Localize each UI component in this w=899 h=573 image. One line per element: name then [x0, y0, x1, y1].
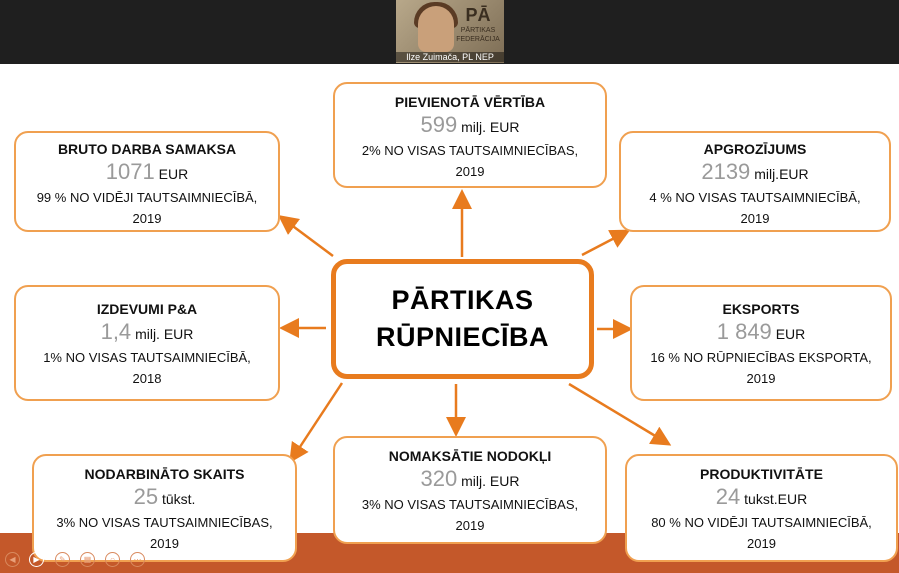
- central-topic: PĀRTIKAS RŪPNIECĪBA: [331, 259, 594, 379]
- box-year: 2019: [132, 211, 162, 226]
- box-year: 2019: [747, 536, 776, 551]
- participant-face: [418, 6, 454, 52]
- box-exports: EKSPORTS 1 849 EUR 16 % NO RŪPNIECĪBAS E…: [630, 285, 892, 401]
- box-value: 1071 EUR: [105, 159, 189, 184]
- next-slide-icon[interactable]: ▶: [29, 552, 44, 567]
- box-desc: 16 % NO RŪPNIECĪBAS EKSPORTA,: [650, 350, 872, 365]
- arrow-to-productivity: [568, 382, 672, 446]
- box-desc: 3% NO VISAS TAUTSAIMNIECĪBAS,: [56, 515, 273, 530]
- box-title: EKSPORTS: [722, 301, 800, 317]
- arrow-to-employed: [289, 382, 344, 464]
- box-title: PIEVIENOTĀ VĒRTĪBA: [394, 94, 546, 110]
- arrow-to-turnover: [581, 229, 631, 257]
- box-employed: NODARBINĀTO SKAITS 25 tūkst. 3% NO VISAS…: [32, 454, 297, 562]
- box-year: 2019: [746, 371, 776, 386]
- grid-view-icon[interactable]: ▦: [80, 552, 95, 567]
- box-gross-wage: BRUTO DARBA SAMAKSA 1071 EUR 99 % NO VID…: [14, 131, 280, 232]
- box-title: APGROZĪJUMS: [703, 141, 807, 157]
- box-desc: 80 % NO VIDĒJI TAUTSAIMNIECĪBĀ,: [651, 515, 872, 530]
- box-desc: 1% NO VISAS TAUTSAIMNIECĪBĀ,: [43, 350, 251, 365]
- box-title: IZDEVUMI P&A: [96, 301, 198, 317]
- box-value-added: PIEVIENOTĀ VĒRTĪBA 599 milj. EUR 2% NO V…: [333, 82, 607, 188]
- box-desc: 2% NO VISAS TAUTSAIMNIECĪBAS,: [361, 143, 579, 158]
- box-value: 24 tukst.EUR: [715, 484, 808, 509]
- box-value: 320 milj. EUR: [420, 466, 520, 491]
- box-value: 25 tūkst.: [133, 484, 196, 509]
- zoom-icon[interactable]: ○: [105, 552, 120, 567]
- box-title: PRODUKTIVITĀTE: [700, 466, 823, 482]
- box-title: BRUTO DARBA SAMAKSA: [57, 141, 237, 157]
- pen-tool-icon[interactable]: ✎: [55, 552, 70, 567]
- box-productivity: PRODUKTIVITĀTE 24 tukst.EUR 80 % NO VIDĒ…: [625, 454, 898, 562]
- central-topic-line1: PĀRTIKAS: [391, 285, 534, 315]
- box-value: 1,4 milj. EUR: [100, 319, 194, 344]
- meeting-top-bar: PĀ PĀRTIKAS FEDERĀCIJA Ilze Zuimača, PL …: [0, 0, 899, 64]
- box-title: NOMAKSĀTIE NODOKĻI: [388, 448, 552, 464]
- arrow-to-gross-wage: [277, 215, 334, 258]
- more-options-icon[interactable]: ⋯: [130, 552, 145, 567]
- box-rd-expenses: IZDEVUMI P&A 1,4 milj. EUR 1% NO VISAS T…: [14, 285, 280, 401]
- box-year: 2019: [455, 164, 485, 179]
- box-value: 1 849 EUR: [716, 319, 806, 344]
- box-turnover: APGROZĪJUMS 2139 milj.EUR 4 % NO VISAS T…: [619, 131, 891, 232]
- central-topic-line2: RŪPNIECĪBA: [375, 322, 549, 352]
- box-year: 2019: [455, 518, 485, 533]
- previous-slide-icon[interactable]: ◀: [5, 552, 20, 567]
- box-desc: 3% NO VISAS TAUTSAIMNIECĪBAS,: [361, 497, 579, 512]
- federation-logo: PĀ PĀRTIKAS FEDERĀCIJA: [456, 5, 500, 43]
- box-desc: 99 % NO VIDĒJI TAUTSAIMNIECĪBĀ,: [36, 190, 258, 205]
- box-value: 599 milj. EUR: [420, 112, 520, 137]
- participant-video-tile[interactable]: PĀ PĀRTIKAS FEDERĀCIJA Ilze Zuimača, PL …: [396, 0, 504, 63]
- box-taxes: NOMAKSĀTIE NODOKĻI 320 milj. EUR 3% NO V…: [333, 436, 607, 544]
- box-year: 2019: [740, 211, 770, 226]
- box-year: 2019: [150, 536, 179, 551]
- box-year: 2018: [132, 371, 162, 386]
- box-value: 2139 milj.EUR: [701, 159, 809, 184]
- participant-name-label: Ilze Zuimača, PL NEP: [396, 52, 504, 62]
- box-desc: 4 % NO VISAS TAUTSAIMNIECĪBĀ,: [649, 190, 861, 205]
- box-title: NODARBINĀTO SKAITS: [84, 466, 245, 482]
